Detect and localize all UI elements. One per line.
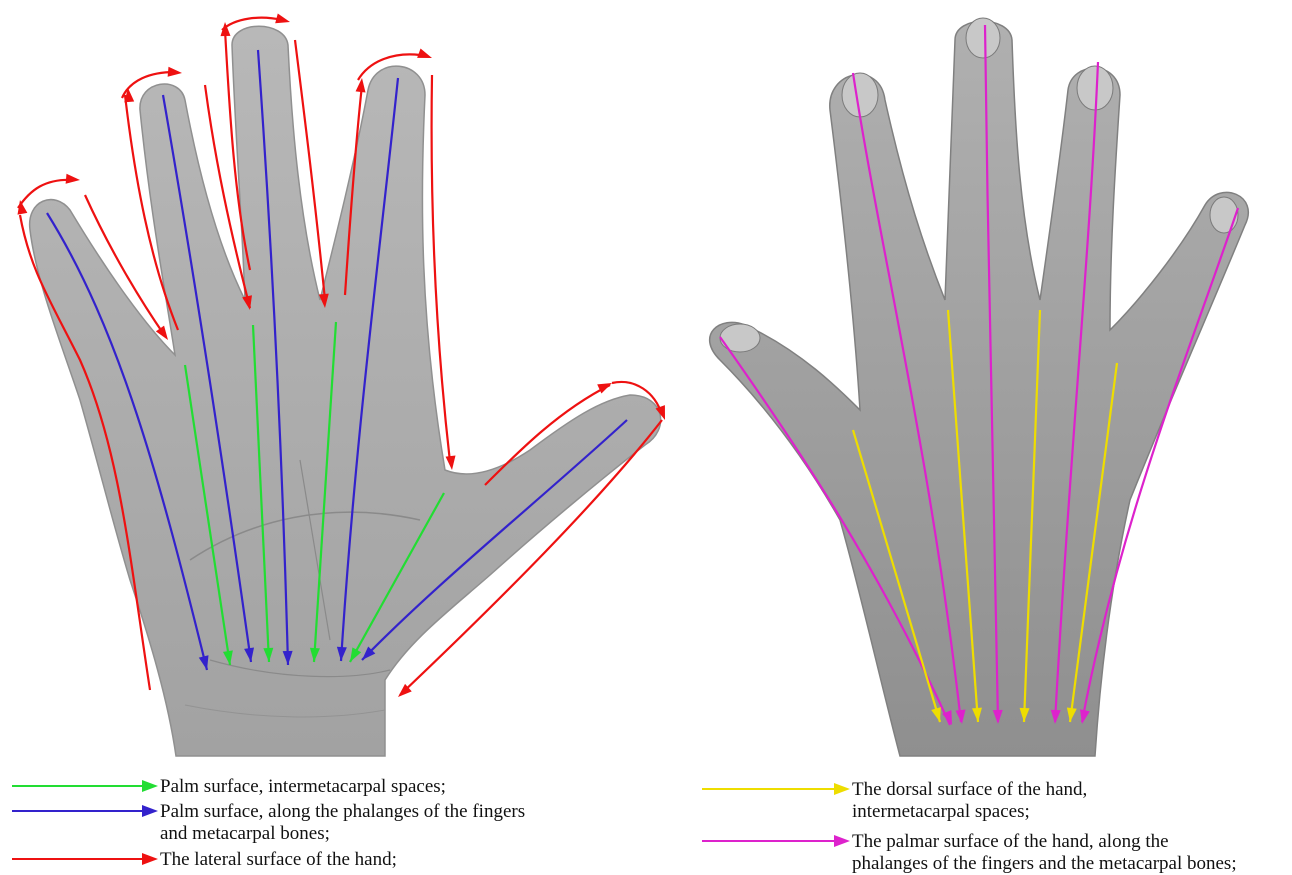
red-arrow-14-head <box>417 49 432 58</box>
legend-label-magenta: The palmar surface of the hand, along th… <box>852 831 1237 875</box>
legend-arrow-blue-icon <box>10 801 160 821</box>
legend-arrow-yellow-icon <box>700 779 852 799</box>
legend-label-yellow: The dorsal surface of the hand, intermet… <box>852 779 1087 823</box>
legend-item-green: Palm surface, intermetacarpal spaces; <box>10 776 446 798</box>
legend-arrow-magenta-icon <box>700 831 852 851</box>
dorsum-hand-image <box>710 18 1249 756</box>
legend-item-blue: Palm surface, along the phalanges of the… <box>10 801 525 845</box>
red-arrow-7-head <box>356 78 366 92</box>
red-arrow-11-head <box>66 174 80 184</box>
legend-item-yellow: The dorsal surface of the hand, intermet… <box>700 779 1087 823</box>
legend-item-magenta: The palmar surface of the hand, along th… <box>700 831 1237 875</box>
legend-label-red: The lateral surface of the hand; <box>160 849 397 871</box>
red-arrow-12-head <box>168 67 182 77</box>
legend-arrow-red-icon <box>10 849 160 869</box>
red-arrow-8-head <box>446 456 456 470</box>
legend-arrow-green-icon <box>10 776 160 796</box>
palm-hand-image <box>30 26 661 756</box>
legend-item-red: The lateral surface of the hand; <box>10 849 397 871</box>
red-arrow-13-head <box>275 14 290 24</box>
legend-label-blue: Palm surface, along the phalanges of the… <box>160 801 525 845</box>
legend-label-green: Palm surface, intermetacarpal spaces; <box>160 776 446 798</box>
red-arrow-9-head <box>597 383 612 393</box>
